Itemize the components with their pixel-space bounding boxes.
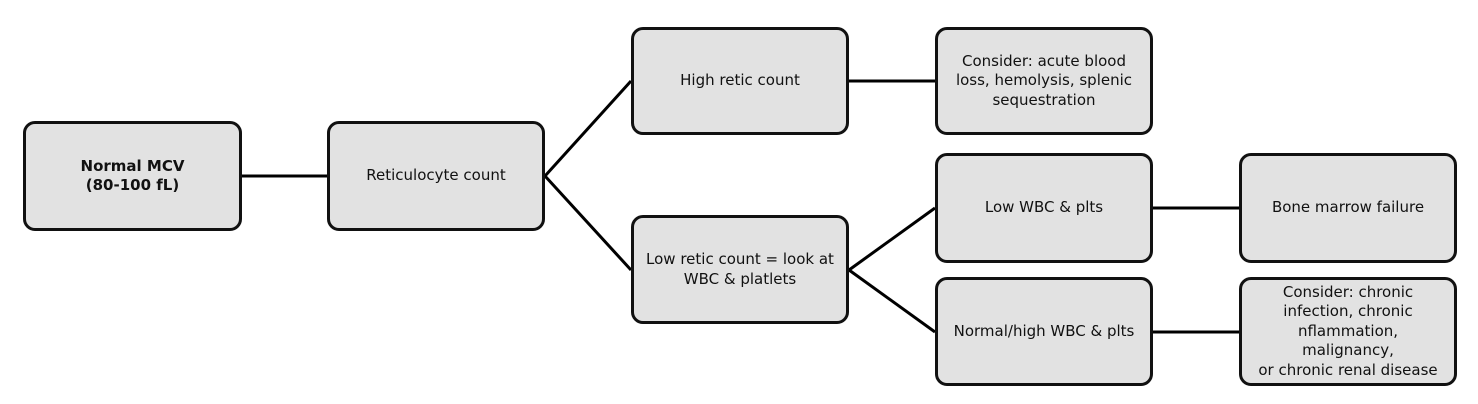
node-consider-acute-label: Consider: acute blood loss, hemolysis, s…: [955, 51, 1133, 109]
node-normal-mcv-label: Normal MCV (80-100 fL): [80, 156, 185, 195]
node-low-wbc-plts-label: Low WBC & plts: [984, 198, 1104, 217]
node-normal-mcv: Normal MCV (80-100 fL): [23, 121, 242, 231]
connector-low-retic-to-normal-high-wbc: [848, 268, 936, 334]
node-consider-chronic: Consider: chronic infection, chronic nfl…: [1239, 277, 1457, 386]
node-high-retic-count-label: High retic count: [680, 71, 800, 90]
connector-reticulocyte-to-low-retic: [543, 174, 633, 272]
node-consider-chronic-label: Consider: chronic infection, chronic nfl…: [1258, 282, 1438, 379]
node-reticulocyte-count-label: Reticulocyte count: [366, 166, 506, 185]
node-normal-high-wbc-plts-label: Normal/high WBC & plts: [953, 321, 1135, 340]
node-bone-marrow-failure: Bone marrow failure: [1239, 153, 1457, 263]
node-low-wbc-plts: Low WBC & plts: [935, 153, 1153, 263]
connector-reticulocyte-to-high-retic: [543, 79, 633, 178]
connector-low-retic-to-low-wbc: [848, 206, 936, 272]
node-consider-acute: Consider: acute blood loss, hemolysis, s…: [935, 27, 1153, 135]
node-high-retic-count: High retic count: [631, 27, 849, 135]
node-bone-marrow-failure-label: Bone marrow failure: [1271, 198, 1425, 217]
node-low-retic-count-label: Low retic count = look at WBC & platlets: [646, 250, 834, 288]
node-normal-high-wbc-plts: Normal/high WBC & plts: [935, 277, 1153, 386]
node-low-retic-count: Low retic count = look at WBC & platlets: [631, 215, 849, 324]
node-reticulocyte-count: Reticulocyte count: [327, 121, 545, 231]
